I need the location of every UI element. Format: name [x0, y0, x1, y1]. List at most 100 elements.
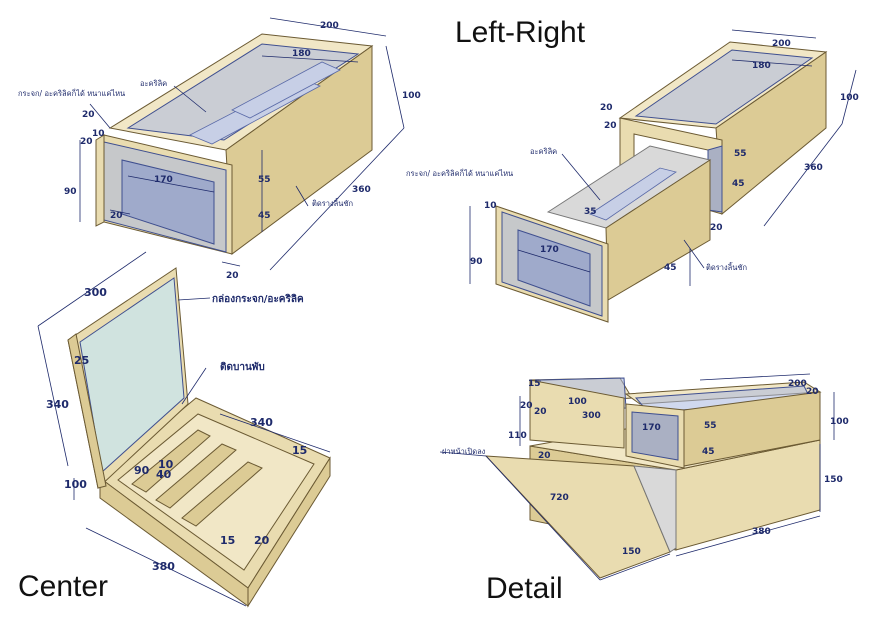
box-side-edge — [247, 456, 331, 608]
dim-line — [127, 175, 215, 193]
dim-line — [675, 515, 821, 557]
dim-line — [219, 413, 331, 453]
dim-line — [269, 17, 387, 37]
dim-line — [109, 209, 131, 215]
dim-150-b: 150 — [824, 475, 843, 485]
dim-20-a: 20 — [600, 103, 613, 113]
leader-line — [89, 103, 111, 129]
dim-170: 170 — [642, 423, 661, 433]
dim-width-outer: 200 — [772, 39, 791, 49]
dim-width-outer: 200 — [320, 21, 339, 31]
center-box: 300 กล่องกระจก/อะคริลิค 25 ติดบานพับ 340… — [37, 251, 331, 608]
dim-width-inner: 180 — [292, 49, 311, 59]
dim-line — [221, 261, 241, 267]
dim-20-b: 20 — [534, 407, 547, 417]
dim-20-c: 20 — [110, 211, 123, 221]
cabinet-post — [95, 134, 105, 227]
drawer-divider — [589, 167, 677, 221]
label-rail: ติดรางลิ้นชัก — [706, 262, 747, 272]
dim-20: 20 — [254, 534, 270, 547]
dim-25: 25 — [74, 354, 89, 367]
dim-110: 110 — [508, 431, 527, 441]
dim-90: 90 — [134, 464, 150, 477]
label-drop-lid: ฝาหน้าเปิดลง — [442, 447, 486, 456]
detail-view: 15 20 100 300 20 200 20 100 110 170 55 4… — [439, 373, 849, 581]
upper-drawer-glass — [631, 411, 679, 461]
dim-depth: 360 — [804, 163, 823, 173]
dim-720: 720 — [550, 493, 569, 503]
dim-line — [763, 123, 843, 227]
dim-15-b: 15 — [220, 534, 235, 547]
box-divider — [155, 443, 237, 509]
dim-line — [37, 325, 69, 467]
dim-front-height: 90 — [470, 257, 483, 267]
leader-line — [561, 153, 601, 201]
dim-lid-width: 300 — [84, 286, 107, 299]
drawer-panel — [517, 229, 591, 307]
leader-line — [295, 185, 309, 207]
dim-line — [699, 373, 811, 381]
dim-10: 10 — [92, 129, 105, 139]
dim-line — [731, 59, 813, 67]
label-glass: กระจก/ อะคริลิคก็ได้ หนาแค่ไหน — [406, 168, 513, 178]
dim-20-c: 20 — [710, 223, 723, 233]
dim-10: 10 — [158, 458, 174, 471]
box-divider — [181, 461, 263, 527]
dim-45-a: 45 — [732, 179, 745, 189]
leader-line — [439, 451, 487, 457]
dim-front-height: 90 — [64, 187, 77, 197]
dim-200: 200 — [788, 379, 807, 389]
dim-10: 10 — [484, 201, 497, 211]
dim-line — [261, 55, 359, 63]
dim-front-width: 170 — [540, 245, 559, 255]
glass-top — [634, 49, 814, 125]
drawer-panel — [121, 159, 215, 245]
label-acrylic: อะคริลิค — [530, 147, 557, 156]
inner-shelf — [231, 61, 341, 119]
label-glass-box: กล่องกระจก/อะคริลิค — [212, 293, 304, 305]
dim-20-b: 20 — [604, 121, 617, 131]
dim-15-a: 15 — [292, 444, 307, 457]
dim-depth: 360 — [352, 185, 371, 195]
dim-front-width: 170 — [154, 175, 173, 185]
title-center: Center — [18, 570, 108, 603]
leader-line — [683, 239, 705, 269]
leader-line — [177, 297, 211, 301]
dim-20-a: 20 — [82, 110, 95, 120]
dim-line — [37, 251, 147, 327]
dim-line — [85, 527, 247, 607]
title-left-right: Left-Right — [455, 16, 586, 49]
dim-20-d: 20 — [226, 271, 239, 281]
dim-line — [485, 455, 601, 581]
dim-line — [269, 127, 405, 271]
dim-line — [517, 249, 591, 273]
dim-45: 45 — [258, 211, 271, 221]
dim-100-b: 100 — [830, 417, 849, 427]
dim-55: 55 — [258, 175, 271, 185]
dim-20-d: 20 — [538, 451, 551, 461]
top-left-cabinet: 200 180 100 360 อะคริลิค กระจก/ อะคริลิค… — [18, 17, 421, 281]
dim-15: 15 — [528, 379, 541, 389]
label-acrylic: อะคริลิค — [140, 79, 167, 88]
dim-base-width: 380 — [152, 560, 175, 573]
top-right-cabinet: 200 180 100 360 20 20 55 45 20 อะคริลิค … — [406, 29, 859, 323]
leader-line — [173, 85, 207, 113]
dim-height: 100 — [840, 93, 859, 103]
leader-line — [181, 367, 207, 405]
dim-20-b: 20 — [80, 137, 93, 147]
label-hinge: ติดบานพับ — [220, 361, 265, 373]
dim-line — [385, 45, 405, 129]
label-rail: ติดรางลิ้นชัก — [312, 198, 353, 208]
dim-width-inner: 180 — [752, 61, 771, 71]
dim-380: 380 — [752, 527, 771, 537]
title-detail: Detail — [486, 572, 563, 605]
dim-100: 100 — [568, 397, 587, 407]
dim-40: 40 — [156, 468, 172, 481]
dim-line — [841, 69, 857, 125]
upper-front-left — [529, 379, 625, 449]
dim-45: 45 — [702, 447, 715, 457]
dim-line — [599, 553, 671, 581]
dim-150-a: 150 — [622, 547, 641, 557]
dim-100: 100 — [64, 478, 87, 491]
